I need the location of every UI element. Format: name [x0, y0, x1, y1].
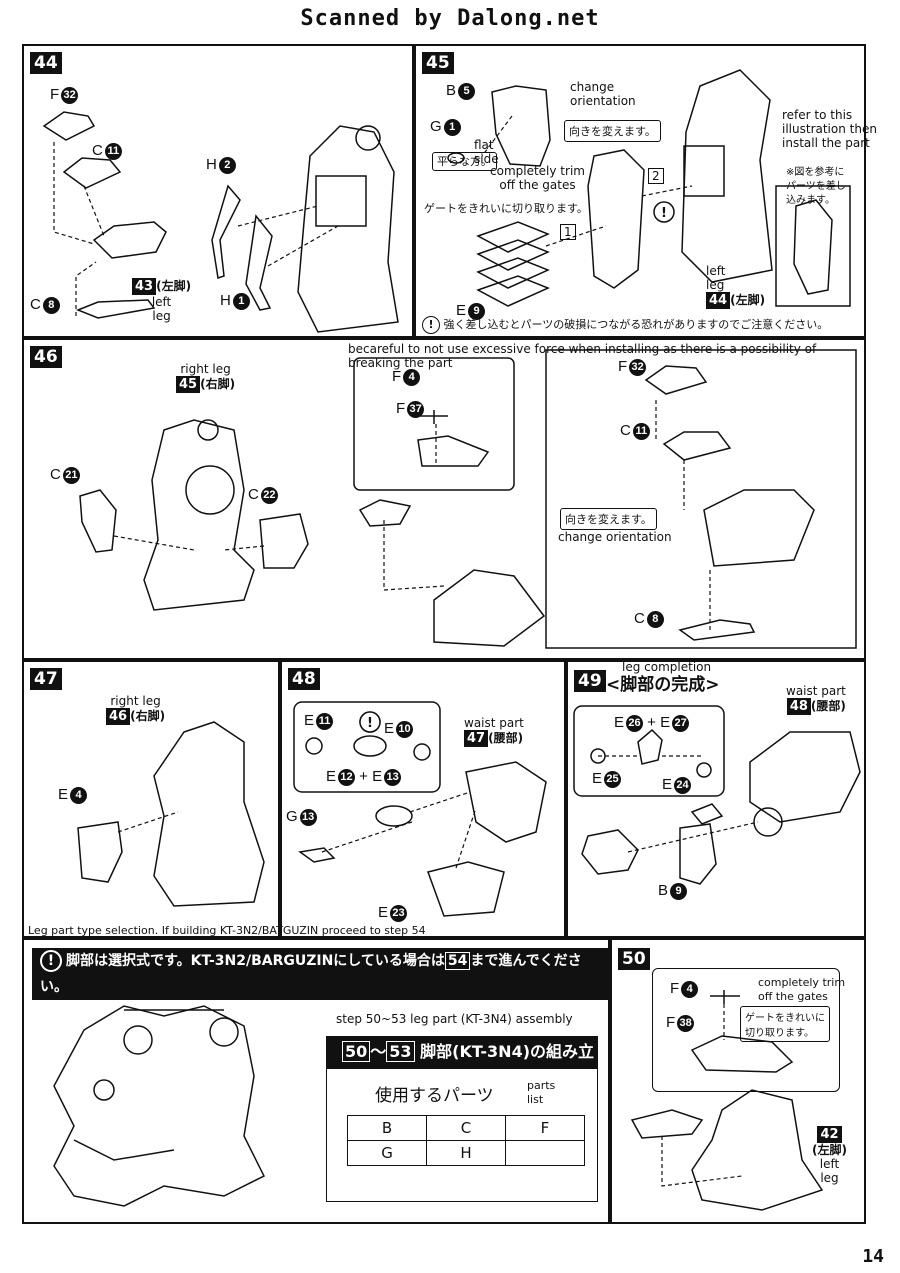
warning-line: ! 強く差し込むとパーツの破損につながる恐れがありますのでご注意ください。: [422, 316, 828, 334]
step-46-illustration: [79, 349, 857, 649]
table-row: B C F: [347, 1115, 585, 1141]
step-48-number: 48: [288, 668, 320, 690]
ref-left-leg: 42(左脚)left leg: [812, 1126, 847, 1185]
step-46-panel: 46 becareful to not use excessive force …: [22, 338, 866, 660]
step-49-illustration: [573, 705, 861, 885]
orient-en: change orientation: [570, 80, 636, 108]
parts-list-en: parts list: [527, 1079, 556, 1106]
parts-table: B C F G H: [347, 1115, 585, 1166]
svg-text:!: !: [661, 206, 667, 221]
parts-list-title: 使用するパーツ: [375, 1086, 494, 1106]
assembly-title: 50～53 脚部(KT-3N4)の組み立て: [326, 1036, 598, 1093]
step-44-illustration: [42, 111, 399, 333]
step-49-number: 49: [574, 670, 606, 692]
table-row: G H: [347, 1140, 585, 1166]
step-48-illustration: !: [293, 701, 547, 917]
step-45-number: 45: [422, 52, 454, 74]
refer-en: refer to this illustration then install …: [782, 108, 877, 150]
ref-left-leg: 43(左脚)left leg: [132, 278, 191, 323]
order-1: 1: [560, 224, 576, 240]
step-50-inset: [652, 968, 840, 1092]
step-47-illustration: [77, 721, 265, 907]
trim-en: completely trim off the gates: [758, 976, 846, 1003]
step-50-number: 50: [618, 948, 650, 970]
selection-note: Leg part type selection. If building KT-…: [28, 924, 426, 937]
orient-jp: 向きを変えます。: [560, 508, 657, 530]
parts-list-box: 使用するパーツ parts list B C F G H: [326, 1068, 598, 1202]
selection-illustration: [53, 1005, 266, 1207]
assembly-en: step 50~53 leg part (KT-3N4) assembly: [336, 1012, 573, 1026]
trim-en: completely trim off the gates: [490, 164, 585, 192]
trim-jp: ゲートをきれいに切り取ります。: [424, 202, 588, 215]
trim-jp: ゲートをきれいに 切り取ります。: [740, 1006, 830, 1042]
step-44-number: 44: [30, 52, 62, 74]
orient-jp: 向きを変えます。: [564, 120, 661, 142]
step-50-illustration: [630, 990, 824, 1211]
page-number: 14: [862, 1246, 884, 1267]
leg-completion-title: <脚部の完成>: [606, 675, 720, 695]
step-47-number: 47: [30, 668, 62, 690]
step-45-illustration: !: [447, 69, 851, 307]
order-2: 2: [648, 168, 664, 184]
orient-en: change orientation: [558, 530, 672, 544]
warning-icon: !: [422, 316, 440, 334]
step-46-number: 46: [30, 346, 62, 368]
svg-text:!: !: [367, 716, 373, 731]
leg-completion-en: leg completion: [622, 660, 712, 674]
flat-side-en: flat side: [474, 138, 499, 166]
warning-icon: !: [40, 950, 62, 972]
scan-header: Scanned by Dalong.net: [300, 6, 600, 31]
force-note: becareful to not use excessive force whe…: [348, 342, 817, 370]
